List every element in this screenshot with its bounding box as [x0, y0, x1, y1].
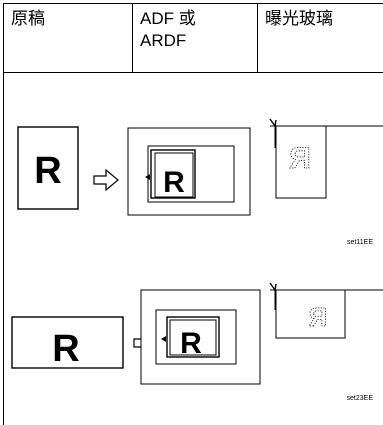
- header-divider: [3, 72, 383, 73]
- glass-sheet-landscape: [275, 289, 346, 339]
- svg-text:R: R: [180, 327, 202, 360]
- figure-portrait: R R R set11EE: [17, 118, 383, 246]
- svg-text:R: R: [52, 328, 79, 370]
- feed-marker-icon: [145, 174, 150, 180]
- header-original: 原稿: [11, 9, 45, 28]
- figure-landscape: R R R set23EE: [11, 282, 383, 402]
- figure-id: set11EE: [347, 239, 373, 246]
- header-exposure-glass: 曝光玻璃: [265, 9, 333, 28]
- table-left-border: [3, 3, 4, 425]
- corner-mark-icon: [269, 118, 277, 128]
- figure-id: set23EE: [347, 395, 374, 402]
- original-sheet-landscape: [11, 316, 124, 369]
- hollow-right-arrow-icon: [93, 168, 119, 192]
- col-divider-2: [257, 3, 258, 72]
- original-sheet-portrait: [17, 126, 79, 210]
- corner-mark-icon: [269, 282, 277, 292]
- mirrored-letter: R: [289, 142, 311, 175]
- original-letter: R: [34, 150, 61, 192]
- glass-sheet-portrait: [275, 125, 327, 199]
- col-divider-1: [132, 3, 133, 72]
- feed-marker-icon: [161, 336, 166, 342]
- svg-text:R: R: [163, 166, 185, 199]
- table-top-border: [3, 3, 383, 4]
- mirrored-letter: R: [308, 302, 327, 332]
- header-adf: ADF 或 ARDF: [140, 9, 196, 50]
